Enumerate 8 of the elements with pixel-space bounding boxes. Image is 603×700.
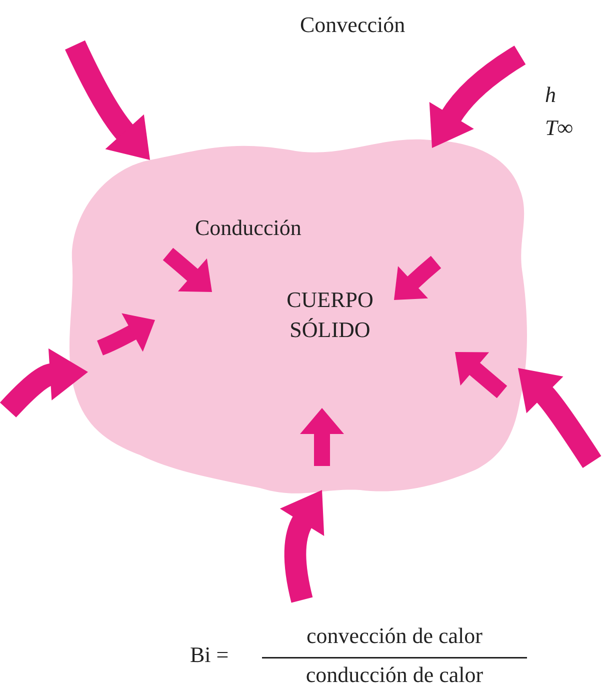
formula-text: Bi =	[190, 642, 229, 668]
variable-label: h	[545, 82, 556, 108]
region-label: Conducción	[195, 215, 302, 241]
formula-denominator: conducción de calor	[304, 662, 484, 688]
formula-numerator: convección de calor	[306, 623, 484, 649]
heading-label: Convección	[300, 12, 406, 38]
variable-label: T∞	[545, 115, 573, 141]
body-label: CUERPO SÓLIDO	[286, 286, 374, 344]
